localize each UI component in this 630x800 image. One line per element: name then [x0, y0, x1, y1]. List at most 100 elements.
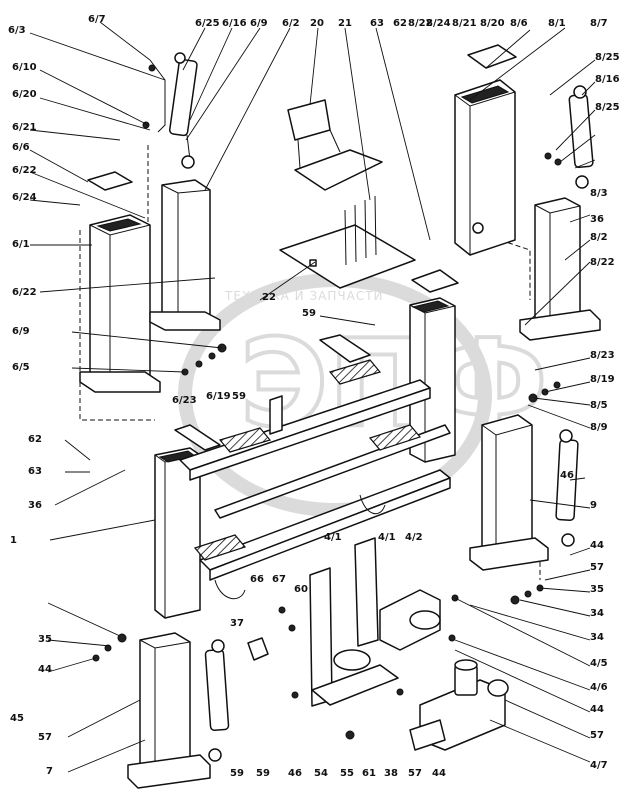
- callout-label: 44: [38, 664, 52, 675]
- callout-label: 57: [38, 732, 52, 743]
- callout-label: 6/16: [222, 18, 247, 29]
- shock-absorber-6-16: [168, 52, 198, 169]
- bracket-4-2: [379, 589, 441, 651]
- callout-label: 44: [590, 540, 604, 551]
- callout-label: 6/25: [195, 18, 220, 29]
- callout-label: 44: [432, 768, 446, 779]
- callout-label: 21: [338, 18, 352, 29]
- callout-label: 46: [288, 768, 302, 779]
- rod-6-3: [149, 59, 166, 133]
- callout-label: 44: [590, 704, 604, 715]
- callout-label: 8/22: [408, 18, 433, 29]
- fasteners: [92, 64, 562, 740]
- callout-label: 62: [393, 18, 407, 29]
- callout-label: 57: [590, 730, 604, 741]
- seat-20: [287, 99, 383, 191]
- callout-label: 54: [314, 768, 328, 779]
- callout-label: 6/6: [12, 142, 30, 153]
- callout-label: 8/20: [480, 18, 505, 29]
- plate-8-20: [467, 44, 517, 69]
- callout-label: 6/7: [88, 14, 106, 25]
- callout-label: 8/25: [595, 102, 620, 113]
- callout-label: 9: [590, 500, 597, 511]
- box-8-1: [454, 79, 516, 256]
- callout-label: 63: [28, 466, 42, 477]
- callout-label: 6/21: [12, 122, 37, 133]
- bracket-4-1: [309, 537, 399, 707]
- callout-label: 59: [232, 391, 246, 402]
- shock-absorber-46-right: [555, 429, 579, 547]
- callout-label: 4/5: [590, 658, 608, 669]
- callout-label: 34: [590, 608, 604, 619]
- callout-label: 8/5: [590, 400, 608, 411]
- callout-label: 6/19: [206, 391, 231, 402]
- callout-label: 8/22: [590, 257, 615, 268]
- callout-label: 8/1: [548, 18, 566, 29]
- callout-label: 6/2: [282, 18, 300, 29]
- callout-label: 66: [250, 574, 264, 585]
- callout-label: 6/22: [12, 165, 37, 176]
- callout-label: 1: [10, 535, 17, 546]
- callout-label: 8/23: [590, 350, 615, 361]
- callout-label: 6/5: [12, 362, 30, 373]
- callout-label: 34: [590, 632, 604, 643]
- callout-label: 8/2: [590, 232, 608, 243]
- callout-label: 6/20: [12, 89, 37, 100]
- callout-label: 6/9: [12, 326, 30, 337]
- callout-label: 35: [38, 634, 52, 645]
- callout-label: 36: [590, 214, 604, 225]
- callout-label: 8/24: [426, 18, 451, 29]
- seat-plate-21: [279, 195, 416, 289]
- callout-label: 7: [46, 766, 53, 777]
- callout-label: 59: [302, 308, 316, 319]
- callout-label: 8/19: [590, 374, 615, 385]
- main-frame: [154, 297, 456, 619]
- watermark-text: ТЕХНИКА И ЗАПЧАСТИ: [224, 289, 384, 303]
- callout-label: 57: [590, 562, 604, 573]
- callout-label: 6/1: [12, 239, 30, 250]
- callout-label: 8/7: [590, 18, 608, 29]
- callout-label: 8/21: [452, 18, 477, 29]
- callout-label: 8/16: [595, 74, 620, 85]
- block-37: [247, 637, 269, 661]
- callout-label: 6/23: [172, 395, 197, 406]
- callout-label: 8/25: [595, 52, 620, 63]
- callout-label: 59: [256, 768, 270, 779]
- plate-small-right: [411, 269, 459, 293]
- post-9: [469, 414, 549, 571]
- post-8-2: [519, 197, 601, 341]
- callout-label: 8/3: [590, 188, 608, 199]
- axle-housing-45: [409, 659, 509, 751]
- leader-lines: [29, 21, 596, 773]
- callout-label: 4/1: [324, 532, 342, 543]
- callout-label: 57: [408, 768, 422, 779]
- shock-absorber-46-left: [204, 639, 230, 762]
- shock-absorber-8-16: [568, 85, 594, 189]
- callout-label: 20: [310, 18, 324, 29]
- callout-label: 22: [262, 292, 276, 303]
- callout-label: 37: [230, 618, 244, 629]
- callout-label: 6/10: [12, 62, 37, 73]
- callout-label: 6/3: [8, 25, 26, 36]
- post-6-1: [79, 214, 161, 393]
- callout-label: 8/6: [510, 18, 528, 29]
- callout-label: 8/9: [590, 422, 608, 433]
- callout-label: 35: [590, 584, 604, 595]
- post-7: [127, 632, 211, 789]
- callout-label: 61: [362, 768, 376, 779]
- callout-label: 46: [560, 470, 574, 481]
- callout-label: 6/9: [250, 18, 268, 29]
- post-6-2: [149, 179, 221, 331]
- callout-label: 38: [384, 768, 398, 779]
- callout-label: 6/24: [12, 192, 37, 203]
- callout-label: 67: [272, 574, 286, 585]
- plate-6-6: [87, 171, 133, 191]
- callout-label: 4/2: [405, 532, 423, 543]
- callout-label: 60: [294, 584, 308, 595]
- callout-label: 63: [370, 18, 384, 29]
- callout-label: 4/6: [590, 682, 608, 693]
- callout-label: 62: [28, 434, 42, 445]
- callout-label: 4/1: [378, 532, 396, 543]
